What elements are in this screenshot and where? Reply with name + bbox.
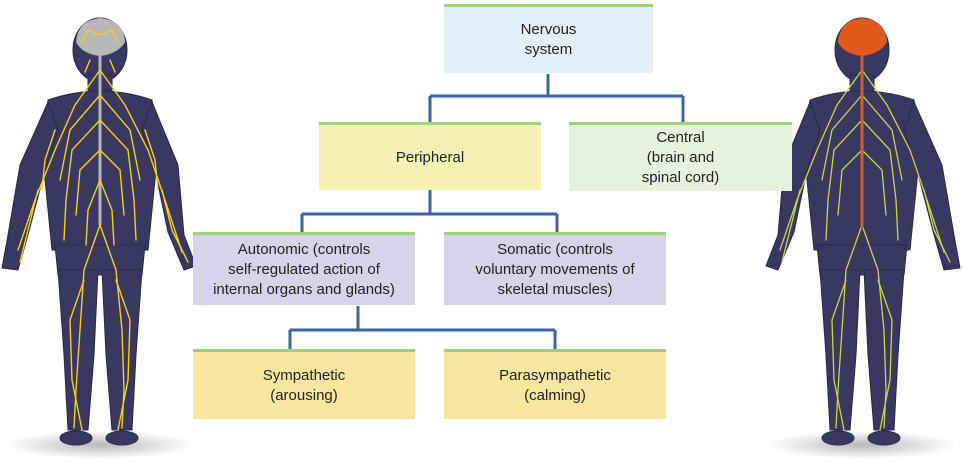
node-autonomic-label: Autonomic (controls self-regulated actio… — [213, 241, 395, 298]
floor-shadow — [5, 431, 195, 459]
connector-peripheral-to-branches — [300, 189, 559, 232]
peripheral-nerves — [779, 69, 951, 431]
floor-shadow — [767, 431, 957, 459]
node-peripheral-label: Peripheral — [395, 148, 465, 166]
body-silhouette — [765, 17, 961, 446]
connector-nervous-to-branches — [428, 74, 685, 124]
peripheral-nerves — [17, 29, 189, 431]
body-silhouette — [1, 17, 197, 446]
node-parasympathetic-label: Parasympathetic (calming) — [499, 366, 611, 404]
brain — [76, 18, 125, 56]
node-sympathetic-label: Sympathetic (arousing) — [262, 366, 346, 404]
node-sympathetic: Sympathetic (arousing) — [193, 349, 415, 419]
human-figure-central-nerves — [765, 17, 961, 459]
brain — [838, 18, 887, 56]
node-nervous-system-label: Nervous system — [520, 21, 577, 58]
node-somatic-label: Somatic (controls voluntary movements of… — [475, 241, 635, 298]
node-central: Central (brain and spinal cord) — [569, 122, 792, 191]
human-figure-peripheral-nerves — [1, 17, 197, 459]
node-nervous-system: Nervous system — [444, 4, 653, 73]
node-somatic: Somatic (controls voluntary movements of… — [444, 232, 666, 305]
node-central-label: Central (brain and spinal cord) — [641, 129, 720, 186]
node-parasympathetic: Parasympathetic (calming) — [444, 349, 666, 419]
node-autonomic: Autonomic (controls self-regulated actio… — [193, 232, 415, 305]
connector-autonomic-to-branches — [288, 306, 557, 350]
node-peripheral: Peripheral — [319, 122, 541, 190]
